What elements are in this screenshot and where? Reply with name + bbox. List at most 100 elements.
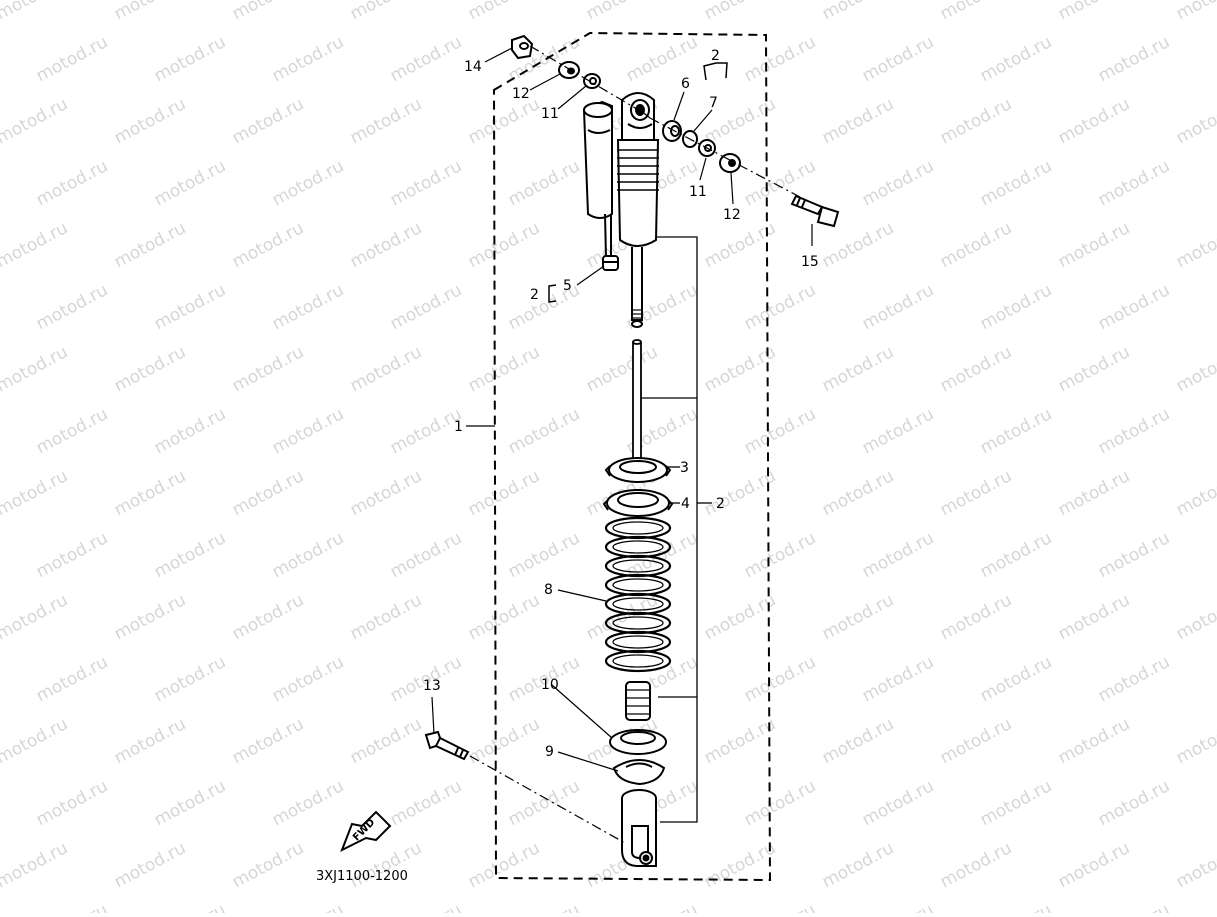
watermark-text: motod.ru	[1213, 32, 1217, 86]
watermark-text: motod.ru	[229, 0, 307, 24]
callout-13: 13	[423, 678, 441, 694]
watermark-text: motod.ru	[387, 776, 465, 830]
watermark-text: motod.ru	[819, 590, 897, 644]
watermark-text: motod.ru	[1173, 838, 1217, 892]
watermark-text: motod.ru	[33, 776, 111, 830]
watermark-text: motod.ru	[859, 280, 937, 334]
watermark-text: motod.ru	[859, 652, 937, 706]
watermark-text: motod.ru	[33, 528, 111, 582]
watermark-text: motod.ru	[33, 404, 111, 458]
bolt-upper	[790, 194, 840, 228]
watermark-text: motod.ru	[0, 94, 71, 148]
watermark-text: motod.ru	[33, 32, 111, 86]
spring-coil-inner	[612, 540, 664, 554]
watermark-text: motod.ru	[1055, 0, 1133, 24]
watermark-text: motod.ru	[505, 156, 583, 210]
watermark-text: motod.ru	[151, 280, 229, 334]
watermark-text: motod.ru	[937, 218, 1015, 272]
spring-coil-inner	[612, 521, 664, 535]
callout-3: 3	[680, 460, 689, 476]
watermark-text: motod.ru	[387, 32, 465, 86]
circlip-7	[682, 130, 698, 148]
watermark-text: motod.ru	[0, 714, 71, 768]
watermark-text: motod.ru	[1055, 466, 1133, 520]
callout-15: 15	[801, 254, 819, 270]
watermark-text: motod.ru	[347, 94, 425, 148]
watermark-text: motod.ru	[937, 342, 1015, 396]
watermark-text: motod.ru	[269, 32, 347, 86]
watermark-text: motod.ru	[859, 404, 937, 458]
watermark-text: motod.ru	[465, 218, 543, 272]
watermark-text: motod.ru	[465, 0, 543, 24]
watermark-text: motod.ru	[465, 94, 543, 148]
watermark-text: motod.ru	[977, 900, 1055, 913]
spring-coil-inner	[612, 616, 664, 630]
watermark-text: motod.ru	[1095, 32, 1173, 86]
watermark-text: motod.ru	[229, 590, 307, 644]
lower-clevis	[621, 789, 657, 867]
watermark-text: motod.ru	[1055, 218, 1133, 272]
spring-coil-inner	[612, 597, 664, 611]
watermark-text: motod.ru	[859, 32, 937, 86]
watermark-text: motod.ru	[111, 714, 189, 768]
watermark-text: motod.ru	[741, 280, 819, 334]
callout-11-left: 11	[541, 106, 559, 122]
watermark-text: motod.ru	[741, 32, 819, 86]
watermark-text: motod.ru	[111, 342, 189, 396]
watermark-text: motod.ru	[465, 590, 543, 644]
watermark-text: motod.ru	[1213, 156, 1217, 210]
watermark-text: motod.ru	[741, 404, 819, 458]
watermark-text: motod.ru	[505, 404, 583, 458]
nut-14	[511, 34, 534, 60]
watermark-text: motod.ru	[229, 218, 307, 272]
watermark-text: motod.ru	[347, 342, 425, 396]
reservoir	[582, 100, 613, 259]
watermark-text: motod.ru	[1213, 652, 1217, 706]
watermark-text: motod.ru	[387, 280, 465, 334]
piston-rod	[631, 247, 643, 328]
watermark-text: motod.ru	[937, 94, 1015, 148]
spring-coil-inner	[612, 559, 664, 573]
watermark-text: motod.ru	[111, 590, 189, 644]
watermark-text: motod.ru	[111, 466, 189, 520]
watermark-text: motod.ru	[701, 590, 779, 644]
watermark-text: motod.ru	[1173, 590, 1217, 644]
watermark-text: motod.ru	[347, 218, 425, 272]
watermark-text: motod.ru	[465, 466, 543, 520]
callout-7: 7	[709, 95, 718, 111]
spring-guide	[609, 729, 667, 755]
collar-11-left	[583, 73, 601, 89]
assembly-axis-lines	[469, 45, 801, 844]
watermark-text: motod.ru	[1095, 776, 1173, 830]
watermark-text: motod.ru	[937, 466, 1015, 520]
diagram-code: 3XJ1100-1200	[316, 869, 408, 884]
watermark-text: motod.ru	[465, 342, 543, 396]
watermark-text: motod.ru	[1173, 94, 1217, 148]
watermark-text: motod.ru	[111, 838, 189, 892]
fwd-arrow: FWD	[340, 810, 392, 853]
spring-coil-inner	[612, 654, 664, 668]
watermark-text: motod.ru	[269, 652, 347, 706]
watermark-text: motod.ru	[977, 652, 1055, 706]
watermark-text: motod.ru	[111, 218, 189, 272]
watermark-text: motod.ru	[859, 900, 937, 913]
watermark-text: motod.ru	[977, 32, 1055, 86]
watermark-text: motod.ru	[819, 0, 897, 24]
watermark-text: motod.ru	[111, 0, 189, 24]
watermark-text: motod.ru	[819, 838, 897, 892]
callout-10: 10	[541, 677, 559, 693]
watermark-text: motod.ru	[1095, 280, 1173, 334]
callout-2-right: 2	[716, 496, 725, 512]
group-bracket	[640, 236, 712, 823]
watermark-text: motod.ru	[347, 838, 425, 892]
watermark-text: motod.ru	[1173, 714, 1217, 768]
watermark-text: motod.ru	[977, 280, 1055, 334]
watermark-text: motod.ru	[387, 156, 465, 210]
assembly-dashed-outline	[492, 31, 772, 882]
watermark-text: motod.ru	[0, 590, 71, 644]
spring-coil	[604, 630, 672, 654]
watermark-text: motod.ru	[505, 528, 583, 582]
watermark-text: motod.ru	[33, 280, 111, 334]
watermark-text: motod.ru	[937, 590, 1015, 644]
watermark-text: motod.ru	[937, 714, 1015, 768]
